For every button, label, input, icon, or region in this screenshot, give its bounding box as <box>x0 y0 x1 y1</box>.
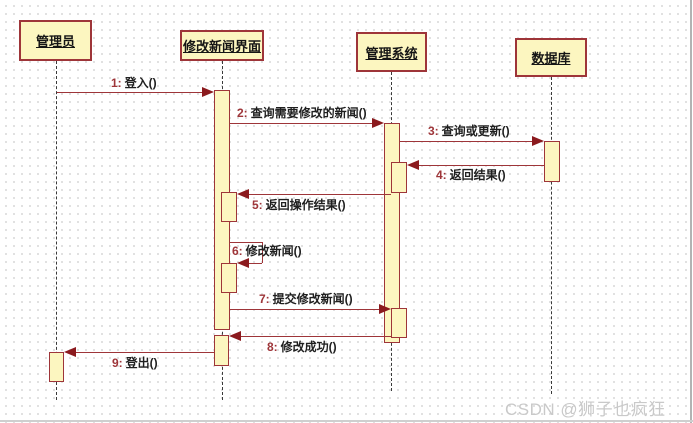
message-1-text: 登入() <box>124 76 157 90</box>
message-5-number: 5: <box>252 198 263 212</box>
csdn-watermark: CSDN @狮子也疯狂 <box>505 400 666 419</box>
lifeline-head-database: 数据库 <box>515 38 587 77</box>
lifeline-database <box>551 77 552 394</box>
message-line-4 <box>419 165 544 166</box>
message-3-text: 查询或更新() <box>441 124 510 138</box>
message-label-7: 7:提交修改新闻() <box>259 292 353 306</box>
message-2-text: 查询需要修改的新闻() <box>250 106 367 120</box>
message-label-5: 5:返回操作结果() <box>252 198 346 212</box>
message-6-loop-bottom <box>249 263 262 264</box>
activation-bar-database <box>544 141 560 182</box>
activation-bar-management-system-nested2 <box>391 308 407 338</box>
message-6-loop-top <box>230 242 262 243</box>
message-label-1: 1:登入() <box>111 76 157 90</box>
activation-bar-management-system-nested1 <box>391 162 407 193</box>
activation-bar-edit-news-ui-final <box>214 335 229 366</box>
message-8-text: 修改成功() <box>280 340 337 354</box>
message-line-1 <box>57 92 203 93</box>
lifeline-admin <box>56 61 57 400</box>
message-label-4: 4:返回结果() <box>436 168 506 182</box>
message-line-2 <box>230 123 372 124</box>
lifeline-head-edit-news-ui-label: 修改新闻界面 <box>182 39 261 54</box>
message-1-number: 1: <box>111 76 122 90</box>
message-line-7 <box>230 309 379 310</box>
activation-bar-edit-news-ui-nested2 <box>221 263 237 293</box>
canvas-right-edge <box>690 0 692 423</box>
lifeline-head-admin: 管理员 <box>19 20 92 61</box>
activation-bar-admin <box>49 352 64 382</box>
message-arrowhead-3 <box>532 136 544 146</box>
message-arrowhead-8 <box>229 331 241 341</box>
message-arrowhead-5 <box>237 189 249 199</box>
activation-bar-edit-news-ui-nested1 <box>221 192 237 222</box>
message-line-8 <box>241 336 391 337</box>
message-6-loop-right <box>262 242 263 263</box>
message-line-9 <box>76 352 214 353</box>
message-9-text: 登出() <box>125 356 158 370</box>
message-label-2: 2:查询需要修改的新闻() <box>237 106 367 120</box>
message-8-number: 8: <box>267 340 278 354</box>
message-9-number: 9: <box>112 356 123 370</box>
message-arrowhead-1 <box>202 87 214 97</box>
message-6-text: 修改新闻() <box>245 244 302 258</box>
message-5-text: 返回操作结果() <box>265 198 346 212</box>
message-4-number: 4: <box>436 168 447 182</box>
message-7-number: 7: <box>259 292 270 306</box>
message-6-number: 6: <box>232 244 243 258</box>
message-label-3: 3:查询或更新() <box>428 124 510 138</box>
message-4-text: 返回结果() <box>449 168 506 182</box>
lifeline-head-edit-news-ui: 修改新闻界面 <box>180 30 264 61</box>
canvas-bottom-edge <box>0 420 693 422</box>
message-label-6: 6:修改新闻() <box>232 244 302 258</box>
message-2-number: 2: <box>237 106 248 120</box>
message-3-number: 3: <box>428 124 439 138</box>
message-arrowhead-7 <box>379 304 391 314</box>
message-line-5 <box>249 194 391 195</box>
lifeline-head-management-system-label: 管理系统 <box>365 45 418 61</box>
lifeline-head-database-label: 数据库 <box>531 51 571 66</box>
message-arrowhead-4 <box>407 160 419 170</box>
message-line-3 <box>400 141 532 142</box>
message-label-9: 9:登出() <box>112 356 158 370</box>
message-7-text: 提交修改新闻() <box>272 292 353 306</box>
message-arrowhead-2 <box>372 118 384 128</box>
message-arrowhead-6 <box>237 258 249 268</box>
lifeline-head-management-system: 管理系统 <box>356 32 427 72</box>
lifeline-head-admin-label: 管理员 <box>35 34 75 49</box>
message-label-8: 8:修改成功() <box>267 340 337 354</box>
message-arrowhead-9 <box>64 347 76 357</box>
